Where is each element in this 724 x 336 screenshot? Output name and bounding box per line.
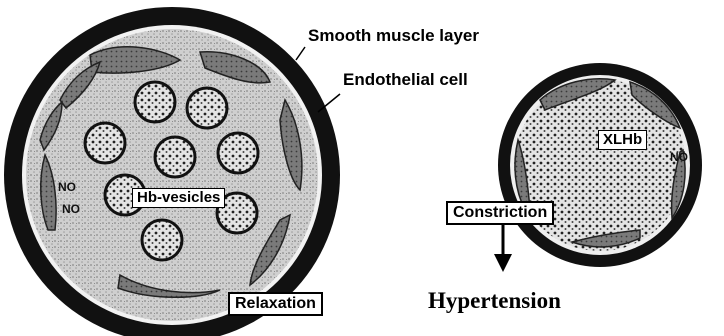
left-vessel: [4, 7, 340, 336]
xlhb-label: XLHb: [598, 130, 647, 150]
down-arrow-icon: [494, 222, 512, 272]
no-mark-left-1: NO: [58, 180, 76, 194]
hypertension-label: Hypertension: [428, 288, 561, 314]
smooth-muscle-layer-label: Smooth muscle layer: [308, 26, 479, 46]
constriction-label: Constriction: [446, 201, 554, 225]
right-vessel: [498, 63, 702, 267]
no-mark-left-2: NO: [62, 202, 80, 216]
smooth-muscle-pointer: [296, 47, 305, 60]
no-mark-right-1: NO: [670, 150, 688, 164]
relaxation-label: Relaxation: [228, 292, 323, 316]
hb-vesicles-label: Hb-vesicles: [132, 188, 225, 208]
endothelial-cell-label: Endothelial cell: [343, 70, 468, 90]
